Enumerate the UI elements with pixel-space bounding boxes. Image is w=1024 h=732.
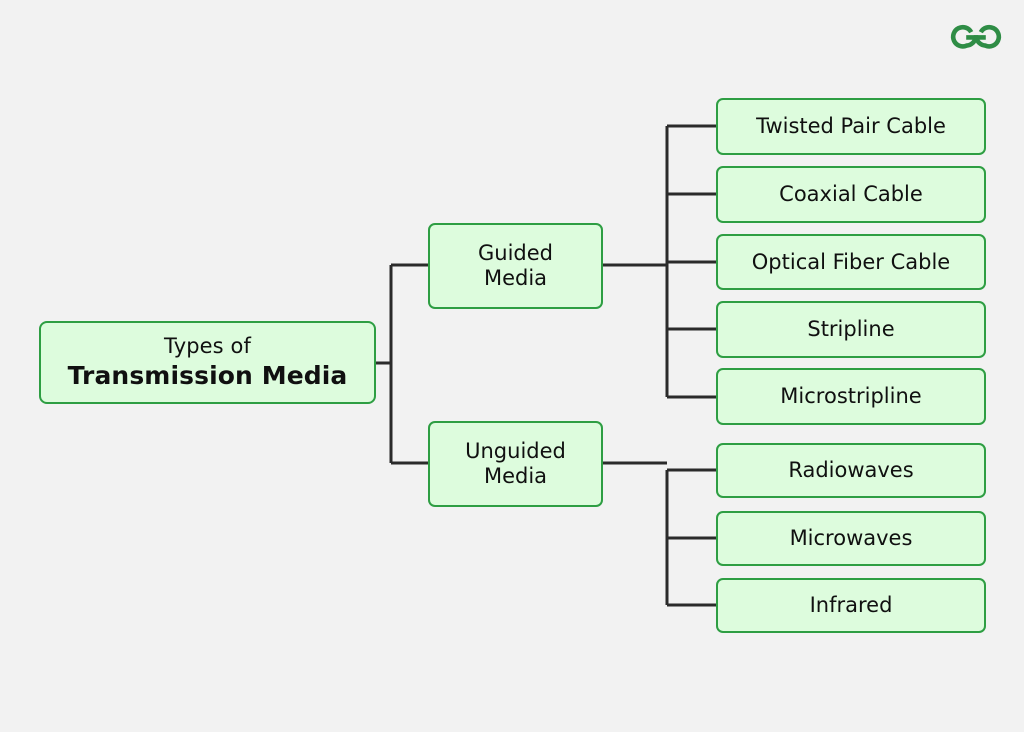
unguided-media-label-line1: Unguided — [465, 439, 566, 464]
node-twisted-pair-cable[interactable]: Twisted Pair Cable — [716, 98, 986, 155]
node-stripline[interactable]: Stripline — [716, 301, 986, 358]
node-guided-media[interactable]: Guided Media — [428, 223, 603, 309]
geeksforgeeks-logo-icon — [950, 24, 1002, 49]
node-coaxial-cable[interactable]: Coaxial Cable — [716, 166, 986, 223]
leaf-label: Radiowaves — [788, 458, 914, 483]
leaf-label: Microwaves — [789, 526, 913, 551]
leaf-label: Stripline — [807, 317, 895, 342]
guided-media-label-line2: Media — [483, 266, 548, 290]
node-radiowaves[interactable]: Radiowaves — [716, 443, 986, 498]
guided-media-label-line1: Guided — [478, 241, 553, 266]
leaf-label: Microstripline — [780, 384, 922, 409]
unguided-media-label-line2: Media — [483, 464, 548, 488]
node-root[interactable]: Types of Transmission Media — [39, 321, 376, 404]
root-title-line1: Types of — [164, 334, 251, 359]
node-microwaves[interactable]: Microwaves — [716, 511, 986, 566]
node-optical-fiber-cable[interactable]: Optical Fiber Cable — [716, 234, 986, 290]
leaf-label: Optical Fiber Cable — [751, 249, 951, 274]
node-microstripline[interactable]: Microstripline — [716, 368, 986, 425]
leaf-label: Twisted Pair Cable — [756, 114, 946, 139]
node-unguided-media[interactable]: Unguided Media — [428, 421, 603, 507]
geeksforgeeks-logo — [948, 20, 1004, 54]
node-infrared[interactable]: Infrared — [716, 578, 986, 633]
leaf-label: Infrared — [809, 593, 893, 618]
leaf-label: Coaxial Cable — [779, 182, 923, 207]
root-title-line2: Transmission Media — [67, 361, 348, 391]
